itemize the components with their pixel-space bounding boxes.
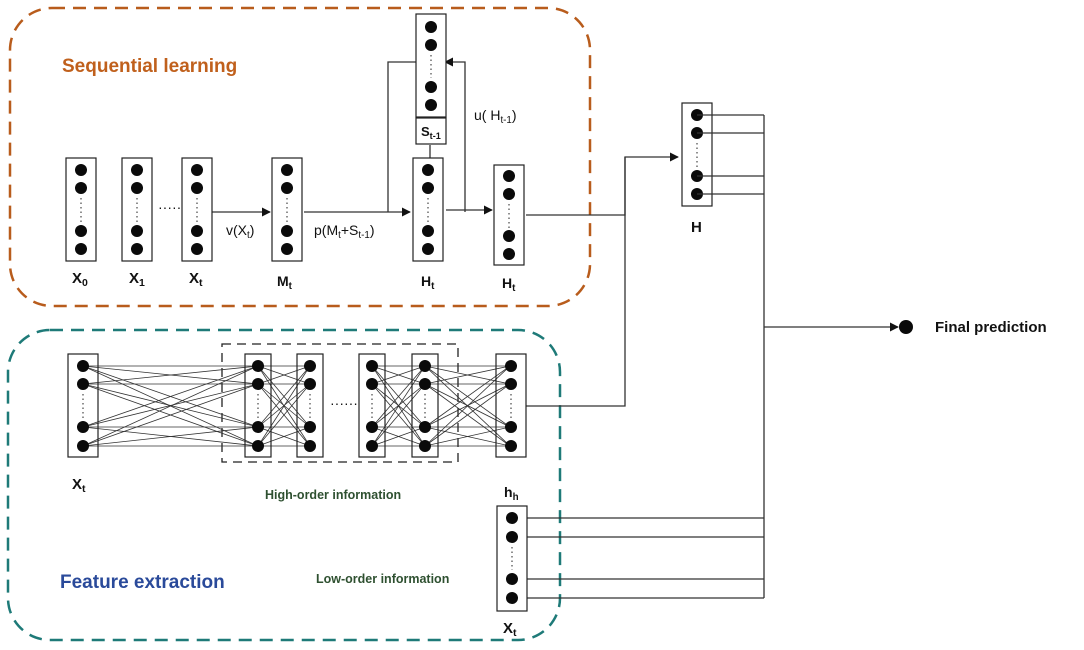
low-order-column: [496, 505, 528, 612]
sequential-learning-title: Sequential learning: [62, 56, 237, 77]
final-prediction-label: Final prediction: [935, 319, 1047, 336]
ht-out-column: [493, 164, 525, 266]
u-function-label: u( Ht-1): [474, 107, 517, 126]
v-function-label: v(Xt): [226, 222, 254, 241]
ht-feedback-u-arrow: [444, 57, 466, 212]
ht-column: [412, 157, 444, 262]
p-function-label: p(Mt+St-1): [314, 222, 374, 241]
ellipsis-between-inputs: ······: [158, 199, 186, 215]
combined-h-label: H: [691, 219, 702, 236]
xt-low-label: Xt: [503, 620, 517, 639]
high-order-group-box: [221, 343, 459, 463]
x1-label: X1: [129, 270, 145, 289]
fe-output-column: [495, 353, 527, 458]
st1-column: [415, 13, 447, 145]
x0-label: X0: [72, 270, 88, 289]
high-order-label: High-order information: [265, 488, 401, 502]
sequential-connections: [212, 57, 679, 217]
output-connections: [512, 114, 899, 599]
feature-extraction-title: Feature extraction: [60, 572, 225, 593]
xt-label: Xt: [189, 270, 203, 289]
hidden-layer-3: [358, 353, 386, 458]
hh-label: hh: [504, 484, 519, 503]
hidden-layer-1: [244, 353, 272, 458]
mt-column: [271, 157, 303, 262]
branch-to-st1: [387, 61, 416, 212]
fe-input-column: [67, 353, 99, 458]
st1-label: St-1: [421, 124, 441, 141]
combined-h-column: [681, 102, 713, 207]
htout-to-h-arrow: [526, 152, 679, 216]
ht-out-label: Ht: [502, 275, 516, 294]
feature-extraction-region: [6, 328, 562, 642]
fe-input-label: Xt: [72, 476, 86, 495]
x0-column: [65, 157, 97, 262]
hh-to-h-arrow: [526, 157, 626, 407]
hidden-layers-ellipsis: ······: [330, 395, 358, 411]
x1-column: [121, 157, 153, 262]
hidden-layer-4: [411, 353, 439, 458]
low-order-label: Low-order information: [316, 572, 449, 586]
mt-label: Mt: [277, 273, 293, 292]
ht-label: Ht: [421, 273, 435, 292]
xt-column: [181, 157, 213, 262]
final-prediction-node: [899, 320, 913, 334]
hidden-layer-2: [296, 353, 324, 458]
